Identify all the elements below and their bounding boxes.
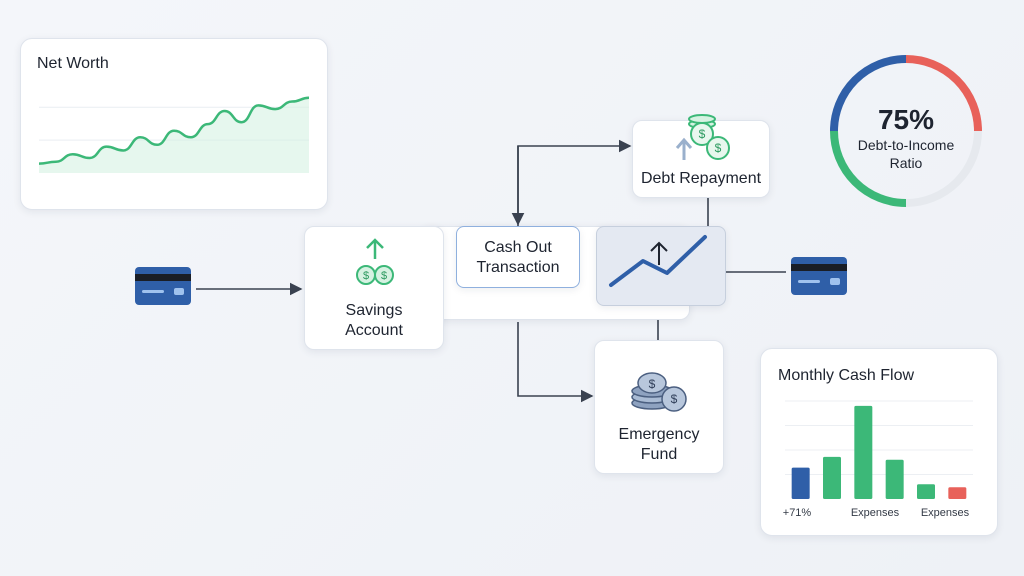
cash-flow-tick-label: Expenses: [920, 507, 970, 519]
coin-stack-icon: $ $: [631, 372, 687, 412]
ratio-label-line1: Debt-to-Income: [857, 137, 955, 153]
svg-text:$: $: [649, 377, 656, 391]
cash-flow-title: Monthly Cash Flow: [778, 367, 915, 384]
credit-card-icon: [791, 257, 847, 295]
cash-out-transaction-node[interactable]: Cash Out Transaction: [456, 226, 580, 288]
cash-out-label: Cash Out Transaction: [457, 238, 579, 278]
savings-label-line2: Account: [345, 322, 403, 339]
savings-label-line1: Savings: [345, 302, 403, 319]
net-worth-area: [39, 97, 309, 173]
growth-chart-icon: [609, 235, 707, 287]
svg-text:$: $: [381, 270, 387, 282]
cash-flow-tick-label: +71%: [782, 507, 812, 519]
monthly-cash-flow-card: Monthly Cash Flow +71% Expenses Expenses: [760, 348, 998, 536]
net-worth-line: [38, 96, 310, 165]
cash-flow-bar: [885, 459, 904, 499]
cash-out-line1: Cash Out: [484, 239, 552, 256]
savings-account-label: Savings Account: [305, 301, 443, 341]
cash-flow-tick-label: Expenses: [850, 507, 900, 519]
ratio-value: 75%: [877, 104, 935, 135]
cash-flow-chart: [785, 400, 973, 499]
emergency-fund-label: Emergency Fund: [595, 425, 723, 465]
debt-repayment-label: Debt Repayment: [640, 170, 762, 187]
ratio-label-line2: Ratio: [889, 155, 923, 171]
arrow-to-debt-repayment: [517, 139, 632, 226]
net-worth-title: Net Worth: [37, 55, 109, 72]
savings-arrow-icon: $ $: [356, 238, 394, 285]
credit-card-icon: [135, 267, 191, 305]
svg-text:$: $: [363, 270, 369, 282]
growth-chart-node[interactable]: [596, 226, 726, 306]
cash-flow-bar: [854, 405, 873, 499]
emergency-label-line1: Emergency: [618, 426, 700, 443]
cash-flow-bar: [948, 487, 967, 499]
cash-out-line2: Transaction: [476, 259, 560, 276]
cash-flow-bar: [823, 456, 841, 499]
arrow-to-emergency: [517, 322, 594, 403]
cash-flow-bar: [791, 467, 810, 499]
ratio-label: Debt-to-Income Ratio: [826, 136, 986, 172]
svg-text:$: $: [715, 141, 722, 155]
savings-account-node[interactable]: $ $ Savings Account: [304, 226, 444, 350]
svg-text:$: $: [699, 127, 706, 141]
net-worth-card: Net Worth: [20, 38, 328, 210]
emergency-fund-node[interactable]: $ $ Emergency Fund: [594, 340, 724, 474]
net-worth-chart: [38, 96, 310, 173]
cash-flow-bar: [917, 484, 935, 499]
coins-icon: $ $: [675, 114, 730, 160]
emergency-label-line2: Fund: [640, 446, 678, 463]
svg-text:$: $: [671, 392, 678, 406]
